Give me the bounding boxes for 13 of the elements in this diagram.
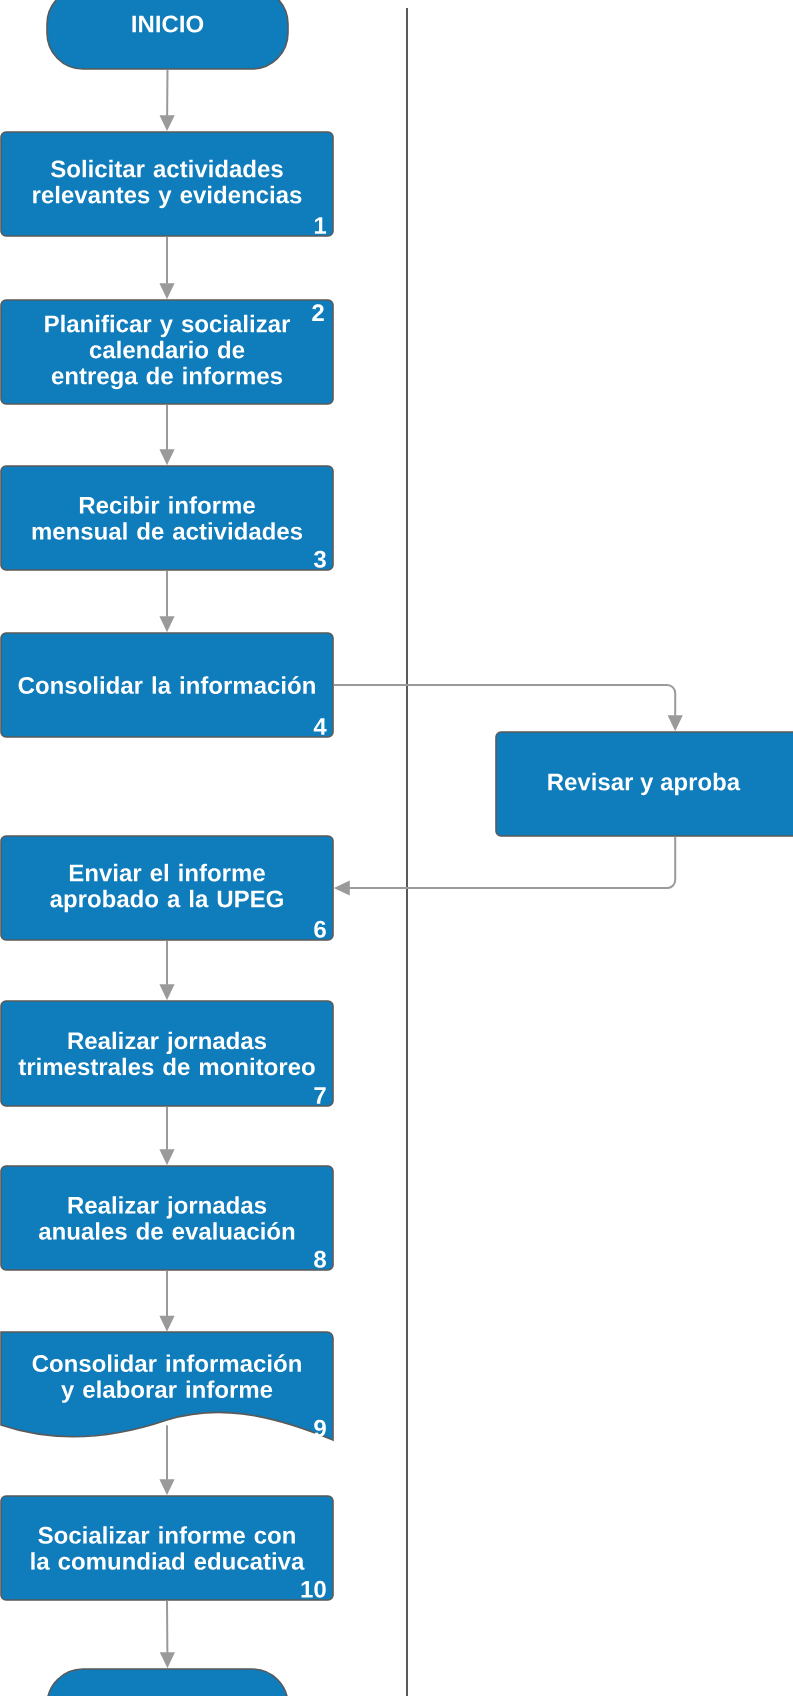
step-number: 8: [314, 1250, 326, 1268]
terminal-label: INICIO: [132, 15, 204, 33]
step-number: 2: [312, 304, 324, 322]
step-number: 7: [314, 1087, 326, 1104]
step-number: 10: [301, 1580, 326, 1598]
step-number: 6: [314, 920, 326, 938]
step-number: 3: [313, 550, 326, 568]
box-label: Revisar y aproba: [548, 772, 741, 796]
step-number: 1: [314, 217, 327, 234]
step-number: 4: [313, 718, 327, 735]
terminal-shape: [46, 1668, 289, 1696]
box-label: Consolidar información y elaborar informe: [32, 1354, 301, 1403]
step-number: 9: [314, 1419, 326, 1437]
